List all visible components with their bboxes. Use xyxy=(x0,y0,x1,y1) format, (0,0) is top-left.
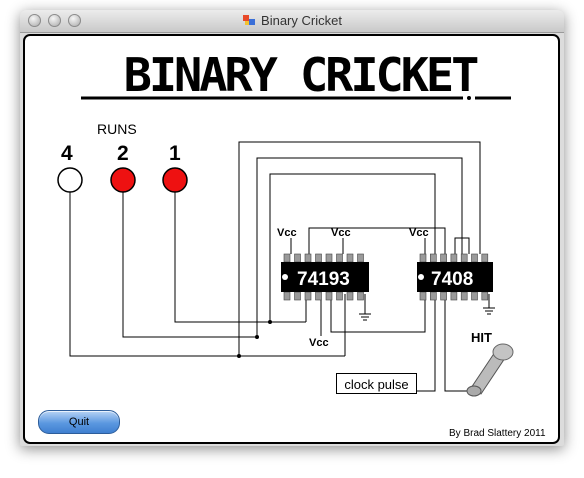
quit-button[interactable]: Quit xyxy=(38,410,120,434)
close-button[interactable] xyxy=(28,14,41,27)
circuit-diagram: RUNS 4 2 1 xyxy=(57,96,514,397)
chip-pin xyxy=(315,291,322,301)
chip-pin xyxy=(357,253,364,263)
chip-pin xyxy=(429,291,437,301)
chip-pin xyxy=(450,291,458,301)
chip-pin xyxy=(440,253,447,263)
credit-text: By Brad Slattery 2011 xyxy=(449,428,546,439)
wires xyxy=(69,141,495,392)
lamp-2-label: 2 xyxy=(117,142,129,165)
chip-pin xyxy=(294,253,301,263)
window-title-container: Binary Cricket xyxy=(20,13,564,30)
chip-pin xyxy=(315,253,322,263)
clock-pulse-button[interactable]: clock pulse xyxy=(336,373,417,394)
chip-pin xyxy=(346,291,354,301)
lamp-2 xyxy=(110,167,136,193)
vcc-label-3: Vcc xyxy=(409,227,429,239)
chip-74193: 74193 xyxy=(281,253,369,301)
chip-pin xyxy=(294,291,301,301)
chip-pin xyxy=(336,253,343,263)
lamp-4 xyxy=(57,167,83,193)
vcc-label-2: Vcc xyxy=(331,227,351,239)
chip-7408: 7408 xyxy=(417,253,493,301)
chip-pin xyxy=(440,291,447,301)
chip-pin xyxy=(419,291,427,301)
chip-pin xyxy=(419,253,427,263)
hit-lever-icon[interactable] xyxy=(466,343,514,397)
lamp-1 xyxy=(162,167,188,193)
chip-pin xyxy=(460,291,468,301)
chip-pin xyxy=(471,291,478,301)
zoom-button[interactable] xyxy=(68,14,81,27)
banner-title: BINARY CRICKET xyxy=(123,48,480,102)
vcc-label-1: Vcc xyxy=(277,227,297,239)
banner-dot xyxy=(467,96,471,100)
chip-pin xyxy=(283,291,291,301)
chip-pin xyxy=(283,253,291,263)
chip-pin xyxy=(481,291,489,301)
chip-pin xyxy=(325,253,333,263)
chip-pin xyxy=(471,253,478,263)
vcc-label-bottom: Vcc xyxy=(309,337,329,349)
app-icon xyxy=(242,14,256,30)
game-panel: BINARY CRICKET RUNS 4 2 1 xyxy=(23,34,560,444)
hit-label: HIT xyxy=(471,330,492,345)
chip-pin xyxy=(429,253,437,263)
window-title: Binary Cricket xyxy=(261,13,342,28)
minimize-button[interactable] xyxy=(48,14,61,27)
chip-pin xyxy=(481,253,489,263)
chip-pin xyxy=(450,253,458,263)
chip-7408-label: 7408 xyxy=(431,269,473,290)
chip-pin xyxy=(304,291,312,301)
runs-label: RUNS xyxy=(97,121,137,137)
lamp-1-label: 1 xyxy=(169,142,181,165)
chip-pin xyxy=(336,291,343,301)
app-window: Binary Cricket BINARY CRICKET RUNS 4 2 1 xyxy=(20,10,564,446)
chip-pin xyxy=(304,253,312,263)
chip-pin xyxy=(460,253,468,263)
chip-pin xyxy=(325,291,333,301)
title-bar[interactable]: Binary Cricket xyxy=(20,10,564,33)
chip-pin xyxy=(346,253,354,263)
chip-pin xyxy=(357,291,364,301)
chip-74193-label: 74193 xyxy=(297,269,350,290)
lamp-4-label: 4 xyxy=(61,142,73,165)
